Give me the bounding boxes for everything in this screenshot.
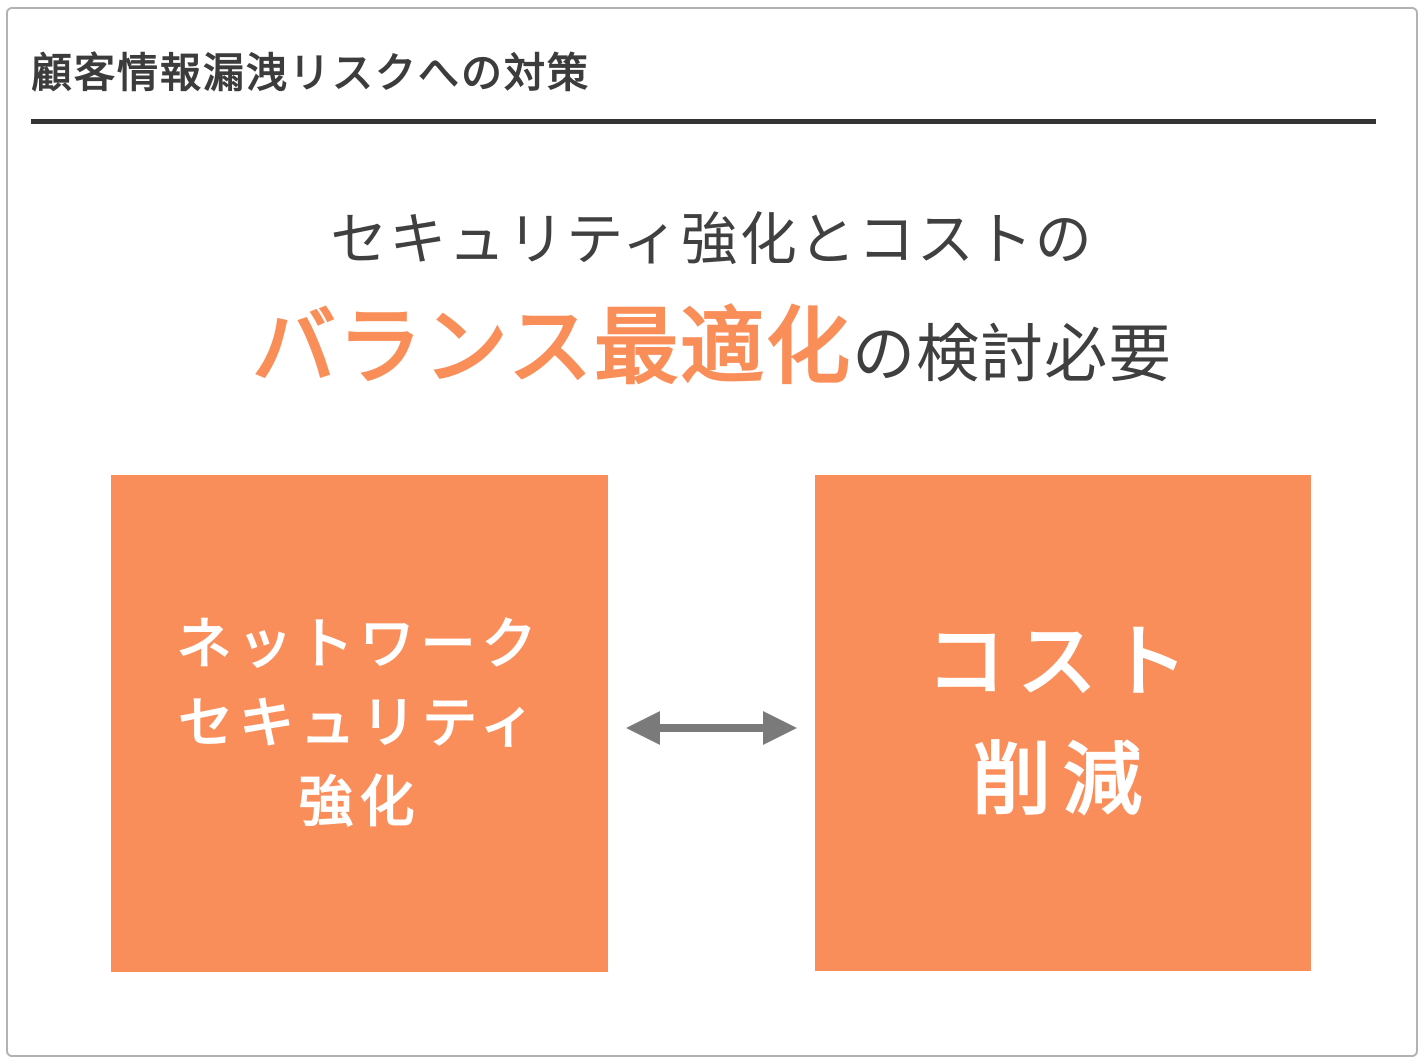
left-box-line3: 強化 xyxy=(298,772,421,834)
right-box-line2: 削減 xyxy=(972,738,1154,825)
right-box-cost-reduction: コスト 削減 xyxy=(815,475,1311,971)
left-box-network-security: ネットワーク セキュリティ 強化 xyxy=(111,475,608,972)
headline-line2: バランス最適化の検討必要 xyxy=(0,280,1424,401)
headline-line1: セキュリティ強化とコストの xyxy=(330,209,1094,272)
right-box-text: コスト 削減 xyxy=(927,605,1200,842)
title-underline-rule xyxy=(31,119,1376,124)
right-box-line1: コスト xyxy=(926,619,1200,707)
headline-highlight: バランス最適化 xyxy=(251,301,853,395)
slide-title: 顧客情報漏洩リスクへの対策 xyxy=(31,50,590,96)
headline-block: セキュリティ強化とコストの バランス最適化の検討必要 xyxy=(0,208,1424,401)
left-box-line2: セキュリティ xyxy=(178,692,541,754)
left-box-text: ネットワーク セキュリティ 強化 xyxy=(176,605,542,843)
left-box-line1: ネットワーク xyxy=(176,613,543,675)
headline-suffix: の検討必要 xyxy=(852,319,1173,390)
double-arrow-icon xyxy=(626,708,797,748)
